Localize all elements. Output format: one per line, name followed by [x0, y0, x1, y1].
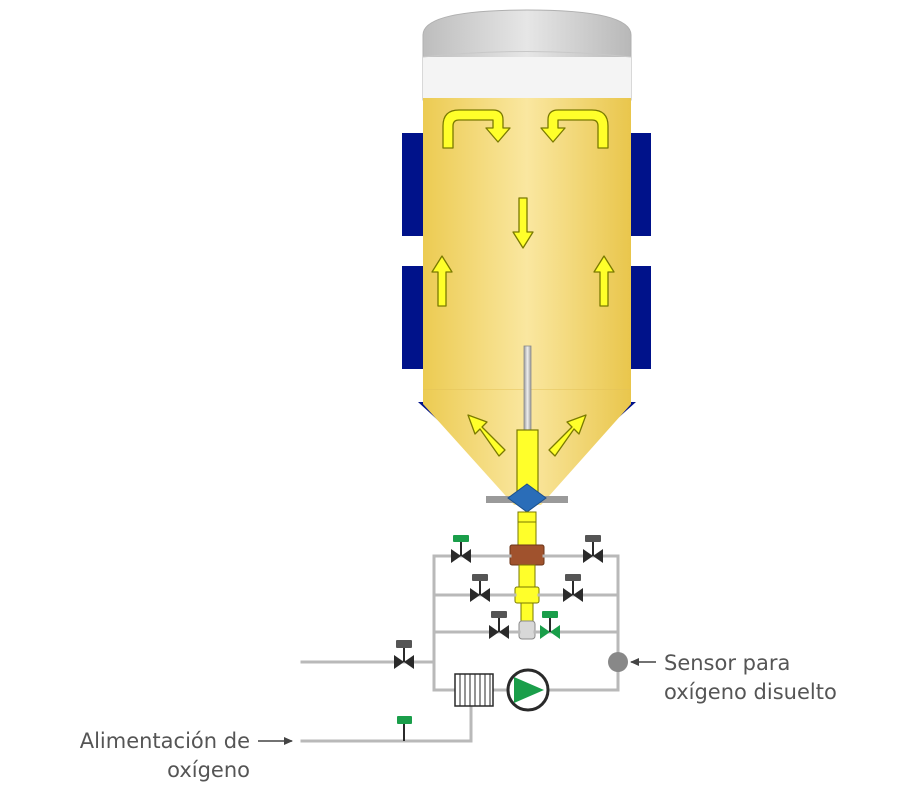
center-lance-yellow — [516, 429, 539, 493]
bottom-stem-1 — [517, 521, 537, 547]
flow-arrow-top-left — [442, 109, 511, 149]
bottom-stem-3 — [514, 586, 540, 604]
flow-arrow-center-down — [512, 197, 534, 249]
oxygen-feed-label-line2: oxígeno — [167, 758, 250, 782]
sensor-label-line1: Sensor para — [664, 651, 791, 675]
tank-body — [423, 98, 631, 391]
coupling-brown — [509, 544, 545, 566]
sensor-label: Sensor para oxígeno disuelto — [664, 649, 837, 707]
valve-top-left[interactable] — [451, 535, 471, 563]
valve-top-right[interactable] — [583, 535, 603, 563]
flow-arrow-top-right — [540, 109, 609, 149]
valve-lower-right[interactable] — [540, 611, 560, 639]
cooling-jackets — [402, 133, 651, 369]
sensor-label-line2: oxígeno disuelto — [664, 680, 837, 704]
cooling-jacket-right-lower — [629, 266, 651, 369]
sparger-unit — [454, 673, 494, 707]
oxygen-flow-meter[interactable] — [397, 716, 412, 741]
center-lance-rod — [523, 345, 532, 437]
tank-head — [422, 9, 632, 101]
flow-arrow-cone-left — [467, 414, 506, 457]
valve-lower-left[interactable] — [489, 611, 509, 639]
piping — [300, 554, 620, 743]
circulation-pump[interactable] — [506, 668, 550, 712]
bottom-stem-4 — [520, 602, 534, 622]
valve-feed-line[interactable] — [394, 640, 414, 669]
cooling-jacket-right-upper — [629, 133, 651, 236]
flow-arrow-right-up — [593, 255, 615, 307]
cooling-jacket-left-lower — [402, 266, 424, 369]
bottom-stem-2 — [518, 564, 536, 590]
oxygen-feed-label: Alimentación de oxígeno — [0, 727, 250, 785]
bottom-sight-glass — [518, 620, 536, 640]
valve-middle-left[interactable] — [470, 574, 490, 602]
flow-arrows — [431, 109, 615, 457]
valve-middle-right[interactable] — [563, 574, 583, 602]
flow-arrow-cone-right — [548, 414, 587, 457]
oxygen-feed-label-line1: Alimentación de — [79, 729, 250, 753]
cooling-jacket-left-upper — [402, 133, 424, 236]
dissolved-oxygen-sensor[interactable] — [608, 652, 628, 672]
flow-arrow-left-up — [431, 255, 453, 307]
